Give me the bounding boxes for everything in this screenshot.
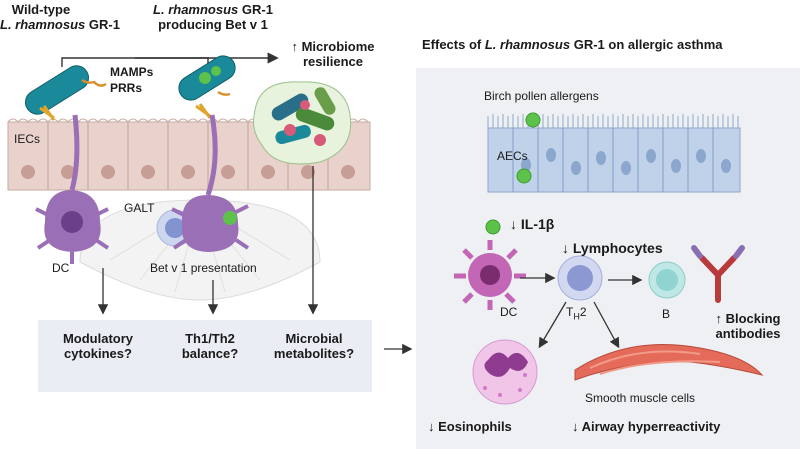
- th2-sub: H: [573, 311, 580, 322]
- wild-type-strain: GR-1: [85, 16, 120, 32]
- producing-strain: GR-1: [238, 2, 273, 17]
- balance-line-1: Th1/Th2: [185, 331, 235, 346]
- blocking-line-2: antibodies: [715, 325, 781, 341]
- iecs-label: IECs: [14, 132, 41, 146]
- title-suffix: GR-1 on allergic asthma: [570, 37, 723, 52]
- smooth-muscle: [574, 344, 764, 381]
- antibody: [691, 245, 745, 303]
- outcome-cytokines: Modulatory cytokines?: [48, 331, 148, 362]
- producing-species: L. rhamnosus: [153, 2, 239, 17]
- producing-line-1: L. rhamnosus GR-1: [148, 2, 278, 18]
- resilience-line-1: ↑ Microbiome: [291, 39, 375, 54]
- wild-type-line-1: Wild-type: [11, 2, 71, 17]
- th2-base: T: [566, 305, 574, 319]
- cytokines-line-1: Modulatory: [62, 331, 134, 346]
- right-panel-title: Effects of L. rhamnosus GR-1 on allergic…: [422, 37, 723, 53]
- dendritic-cell-left: [35, 114, 110, 264]
- wild-type-line-2: L. rhamnosus GR-1: [0, 16, 120, 33]
- blocking-line-1: ↑ Blocking: [715, 311, 781, 326]
- cytokines-line-2: cytokines?: [64, 345, 132, 361]
- producing-line-2: producing Bet v 1: [158, 16, 268, 32]
- dendritic-cell-airway: [454, 240, 526, 310]
- birch-pollen-label: Birch pollen allergens: [484, 89, 599, 103]
- aecs-label: AECs: [497, 149, 528, 163]
- outcome-balance: Th1/Th2 balance?: [165, 331, 255, 362]
- balance-line-2: balance?: [181, 345, 239, 361]
- allergen-markers: [485, 112, 541, 235]
- microbiota-cluster: [253, 81, 352, 165]
- title-prefix: Effects of: [422, 37, 485, 52]
- blocking-antibodies-label: ↑ Blocking antibodies: [698, 311, 798, 342]
- th2-num: 2: [579, 305, 587, 319]
- th2-cell: [557, 255, 603, 301]
- eosinophils-label: ↓ Eosinophils: [428, 419, 512, 434]
- bacterium-bet-v1: [178, 55, 236, 119]
- airway-epithelium: [487, 114, 741, 193]
- bet-presentation-label: Bet v 1 presentation: [150, 261, 257, 275]
- eosinophil: [472, 339, 538, 405]
- microbiome-resilience-label: ↑ Microbiome resilience: [282, 39, 384, 70]
- dc-label-left: DC: [52, 261, 70, 275]
- galt-label: GALT: [124, 201, 155, 215]
- resilience-bracket: [61, 52, 279, 67]
- dc-label-right: DC: [500, 305, 518, 319]
- mamps-label: MAMPs: [110, 65, 154, 79]
- prrs-label: PRRs: [110, 81, 143, 95]
- airway-hyperreactivity-label: ↓ Airway hyperreactivity: [572, 419, 721, 434]
- b-cell: [648, 261, 686, 299]
- b-label: B: [662, 307, 671, 321]
- th2-label: TH2: [566, 305, 587, 322]
- resilience-line-2: resilience: [303, 53, 363, 69]
- metabolites-line-1: Microbial: [285, 331, 343, 346]
- title-species: L. rhamnosus: [484, 37, 571, 52]
- outcome-arrows: [97, 166, 413, 355]
- pathway-arrows: [520, 272, 643, 349]
- producing-label: L. rhamnosus GR-1 producing Bet v 1: [148, 2, 278, 33]
- wild-type-label: Wild-type L. rhamnosus GR-1: [0, 2, 120, 33]
- metabolites-line-2: metabolites?: [273, 345, 355, 361]
- smooth-muscle-label: Smooth muscle cells: [585, 391, 696, 405]
- outcome-metabolites: Microbial metabolites?: [262, 331, 366, 362]
- outcomes-box: [38, 320, 372, 392]
- wild-type-species: L. rhamnosus: [0, 16, 86, 32]
- dendritic-cell-right: [171, 114, 250, 252]
- lymphocytes-label: ↓ Lymphocytes: [562, 240, 663, 256]
- il1b-label: ↓ IL-1β: [510, 216, 555, 232]
- bacterium-wild-type: [24, 65, 107, 121]
